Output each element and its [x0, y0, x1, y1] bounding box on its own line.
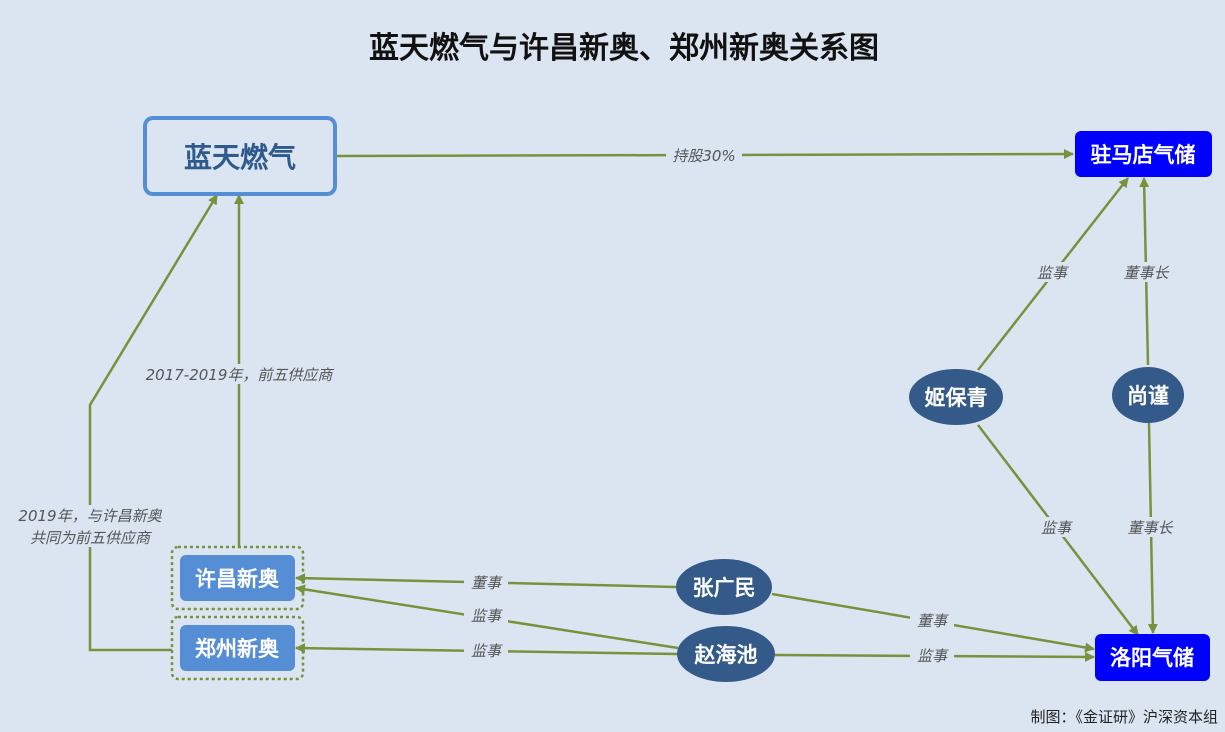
node-zhengzhou: 郑州新奥 [170, 615, 305, 681]
node-zhumadian-label: 驻马店气储 [1091, 143, 1196, 167]
node-lantian: 蓝天燃气 [143, 116, 337, 196]
edge-label-lantian-zhumadian: 持股30% [672, 147, 735, 165]
edge-label-xuchang-lantian: 2017-2019年，前五供应商 [146, 366, 335, 384]
edge-labels: 持股30% 2017-2019年，前五供应商 2019年，与许昌新奥 共同为前五… [8, 145, 1180, 665]
node-shangjin-label: 尚谨 [1127, 384, 1169, 408]
node-luoyang: 洛阳气储 [1095, 634, 1210, 681]
node-shangjin: 尚谨 [1112, 367, 1184, 423]
edge-label-zhengzhou-lantian-line1: 2019年，与许昌新奥 [18, 507, 162, 525]
node-jibaoqing-label: 姬保青 [925, 386, 988, 410]
edge-label-zhaohaichi-xuchang: 监事 [471, 607, 503, 625]
node-zhangguangmin-label: 张广民 [693, 576, 756, 600]
edge-label-jibaoqing-zhumadian: 监事 [1037, 264, 1069, 282]
edge-label-zhangguangmin-luoyang: 董事 [917, 612, 949, 630]
credit-text: 制图：《金证研》沪深资本组 [1030, 708, 1218, 726]
node-jibaoqing: 姬保青 [909, 369, 1003, 425]
node-zhaohaichi: 赵海池 [677, 626, 775, 682]
node-zhangguangmin: 张广民 [676, 559, 772, 615]
diagram-title: 蓝天燃气与许昌新奥、郑州新奥关系图 [369, 31, 879, 66]
edge-label-shangjin-zhumadian: 董事长 [1123, 264, 1169, 282]
edge-label-zhengzhou-lantian-line2: 共同为前五供应商 [30, 529, 152, 547]
edge-label-zhangguangmin-xuchang: 董事 [471, 574, 503, 592]
node-zhumadian: 驻马店气储 [1075, 131, 1212, 177]
edge-label-jibaoqing-luoyang: 监事 [1041, 519, 1073, 537]
node-zhengzhou-label: 郑州新奥 [195, 637, 280, 661]
node-luoyang-label: 洛阳气储 [1110, 646, 1194, 670]
node-zhaohaichi-label: 赵海池 [694, 643, 758, 667]
edge-label-shangjin-luoyang: 董事长 [1127, 519, 1173, 537]
node-lantian-label: 蓝天燃气 [184, 141, 296, 174]
edge-label-zhaohaichi-luoyang: 监事 [917, 647, 949, 665]
edge-label-zhaohaichi-zhengzhou: 监事 [471, 642, 503, 660]
node-xuchang: 许昌新奥 [170, 545, 305, 611]
node-xuchang-label: 许昌新奥 [195, 567, 280, 591]
